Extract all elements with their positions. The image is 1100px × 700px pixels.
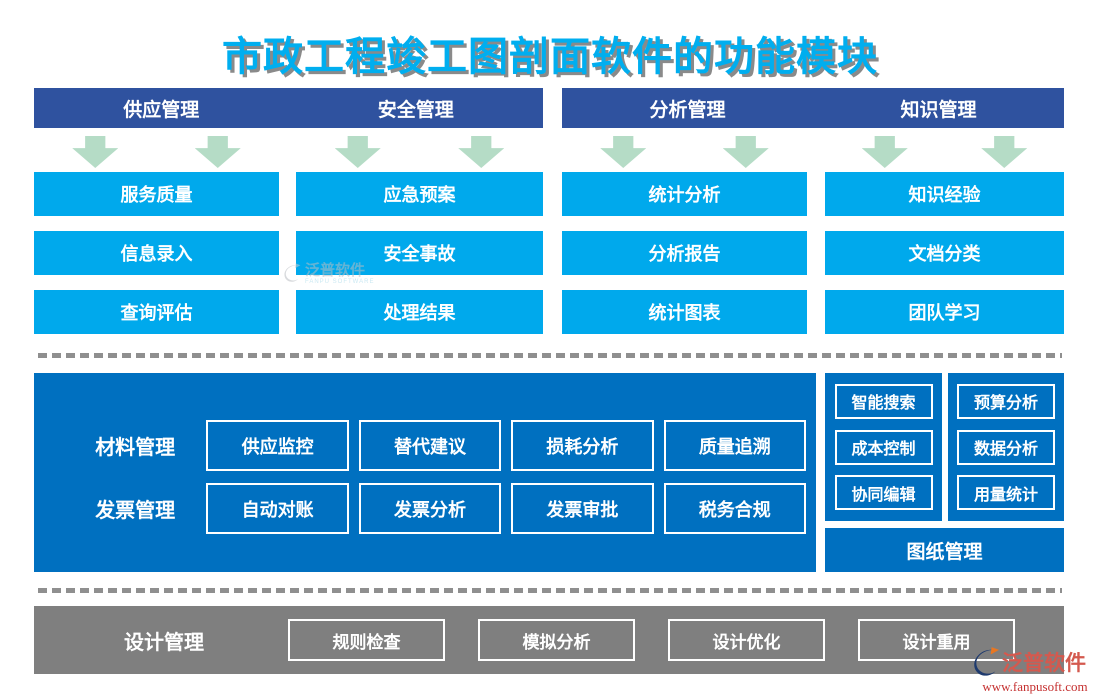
arrow-group-analysis — [562, 136, 807, 169]
column-header-safety: 安全管理 — [377, 99, 454, 121]
module-button-supply-monitor: 供应监控 — [206, 420, 349, 471]
down-arrow-icon — [600, 136, 647, 168]
module-column-supply: 服务质量 信息录入 查询评估 — [34, 172, 279, 334]
corner-watermark: 泛普软件 www.fanpusoft.com — [972, 646, 1098, 695]
module-box: 信息录入 — [34, 231, 279, 275]
module-box: 处理结果 — [296, 290, 543, 334]
down-arrow-icon — [458, 136, 505, 168]
module-box: 分析报告 — [562, 231, 807, 275]
module-button-tax-compliance: 税务合规 — [663, 483, 807, 534]
watermark-brand-text: 泛普软件 — [1002, 652, 1086, 675]
module-button-usage-stats: 用量统计 — [957, 475, 1055, 511]
module-button-design-optimize: 设计优化 — [668, 619, 825, 661]
side-panel-left: 智能搜索 成本控制 协同编辑 — [825, 373, 942, 521]
material-invoice-panel: 材料管理 供应监控 替代建议 损耗分析 质量追溯 发票管理 自动对账 发票分析 … — [34, 373, 816, 572]
group-label-invoice: 发票管理 — [95, 500, 176, 522]
module-button-loss-analysis: 损耗分析 — [511, 420, 654, 471]
header-bar-right: 分析管理 知识管理 — [562, 88, 1064, 128]
down-arrow-icon — [861, 136, 908, 168]
group-label-material: 材料管理 — [95, 437, 176, 459]
module-button-budget-analysis: 预算分析 — [957, 383, 1055, 419]
group-label-design: 设计管理 — [124, 631, 204, 654]
module-button-quality-trace: 质量追溯 — [663, 420, 807, 471]
module-box: 应急预案 — [296, 172, 543, 216]
module-button-auto-reconcile: 自动对账 — [206, 483, 349, 534]
module-button-rule-check: 规则检查 — [288, 619, 445, 661]
module-box: 查询评估 — [34, 290, 279, 334]
arrow-group-safety — [296, 136, 543, 169]
invoice-row: 发票管理 自动对账 发票分析 发票审批 税务合规 — [34, 483, 816, 534]
module-column-analysis: 统计分析 分析报告 统计图表 — [562, 172, 807, 334]
arrow-group-supply — [34, 136, 279, 169]
module-box: 统计分析 — [562, 172, 807, 216]
module-button-cost-control: 成本控制 — [834, 429, 933, 465]
dashed-divider-bottom — [38, 588, 1062, 593]
module-box: 知识经验 — [825, 172, 1064, 216]
column-header-supply: 供应管理 — [123, 99, 200, 121]
module-box: 安全事故 — [296, 231, 543, 275]
module-box: 文档分类 — [825, 231, 1064, 275]
header-bar-left: 供应管理 安全管理 — [34, 88, 543, 128]
arrow-group-knowledge — [825, 136, 1064, 169]
module-button-data-analysis: 数据分析 — [957, 429, 1055, 465]
module-box: 服务质量 — [34, 172, 279, 216]
module-box: 统计图表 — [562, 290, 807, 334]
module-column-knowledge: 知识经验 文档分类 团队学习 — [825, 172, 1064, 334]
column-header-knowledge: 知识管理 — [900, 99, 977, 121]
module-button-invoice-analysis: 发票分析 — [358, 483, 502, 534]
side-panel-right: 预算分析 数据分析 用量统计 — [948, 373, 1064, 521]
module-button-collab-edit: 协同编辑 — [834, 475, 933, 511]
page-title: 市政工程竣工图剖面软件的功能模块 — [222, 35, 878, 79]
module-column-safety: 应急预案 安全事故 处理结果 — [296, 172, 543, 334]
fanpu-logo-icon — [974, 647, 1000, 676]
column-header-analysis: 分析管理 — [649, 99, 726, 121]
design-panel: 设计管理 规则检查 模拟分析 设计优化 设计重用 — [34, 606, 1064, 674]
down-arrow-icon — [334, 136, 381, 168]
module-button-design-reuse: 设计重用 — [858, 619, 1015, 661]
module-button-smart-search: 智能搜索 — [834, 383, 933, 419]
down-arrow-icon — [72, 136, 119, 168]
dashed-divider-top — [38, 353, 1062, 358]
watermark-url-text: www.fanpusoft.com — [982, 679, 1088, 694]
module-button-substitute-advice: 替代建议 — [358, 420, 502, 471]
down-arrow-icon — [194, 136, 241, 168]
module-button-simulation-analysis: 模拟分析 — [478, 619, 635, 661]
module-button-invoice-approval: 发票审批 — [511, 483, 654, 534]
down-arrow-icon — [981, 136, 1028, 168]
drawing-management-bar: 图纸管理 — [825, 528, 1064, 572]
down-arrow-icon — [722, 136, 769, 168]
module-box: 团队学习 — [825, 290, 1064, 334]
material-row: 材料管理 供应监控 替代建议 损耗分析 质量追溯 — [34, 420, 816, 471]
